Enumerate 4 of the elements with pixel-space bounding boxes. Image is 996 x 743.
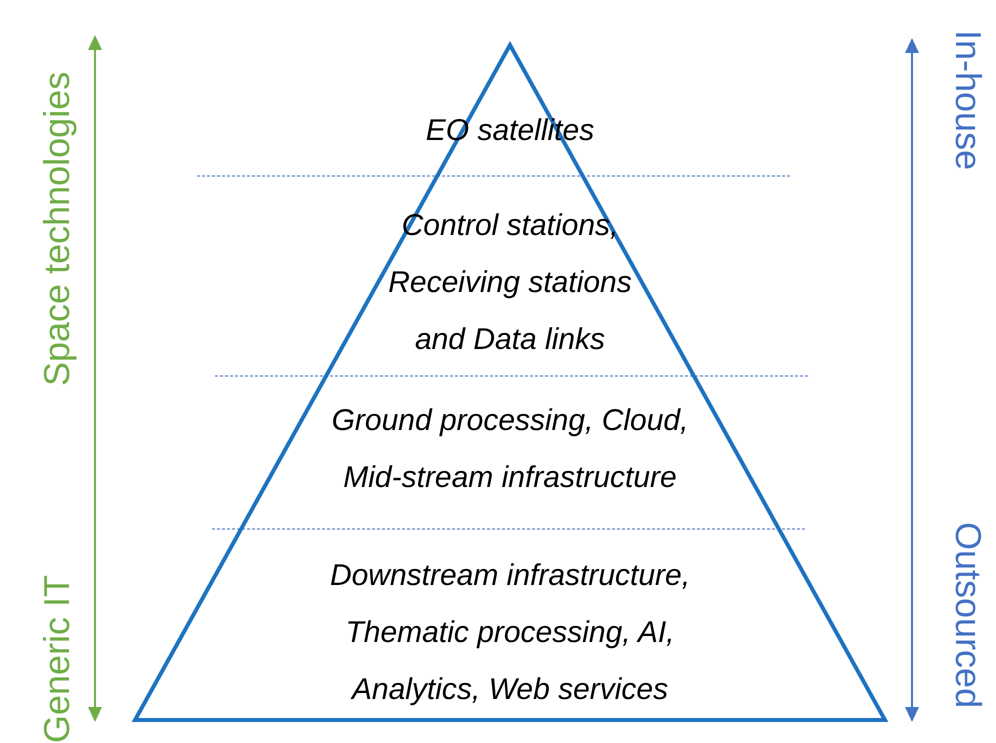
axis-label: In-house (948, 30, 988, 170)
axis-label: Space technologies (37, 70, 77, 386)
axis-label: Generic IT (37, 574, 77, 743)
axis-label: Outsourced (948, 522, 988, 708)
